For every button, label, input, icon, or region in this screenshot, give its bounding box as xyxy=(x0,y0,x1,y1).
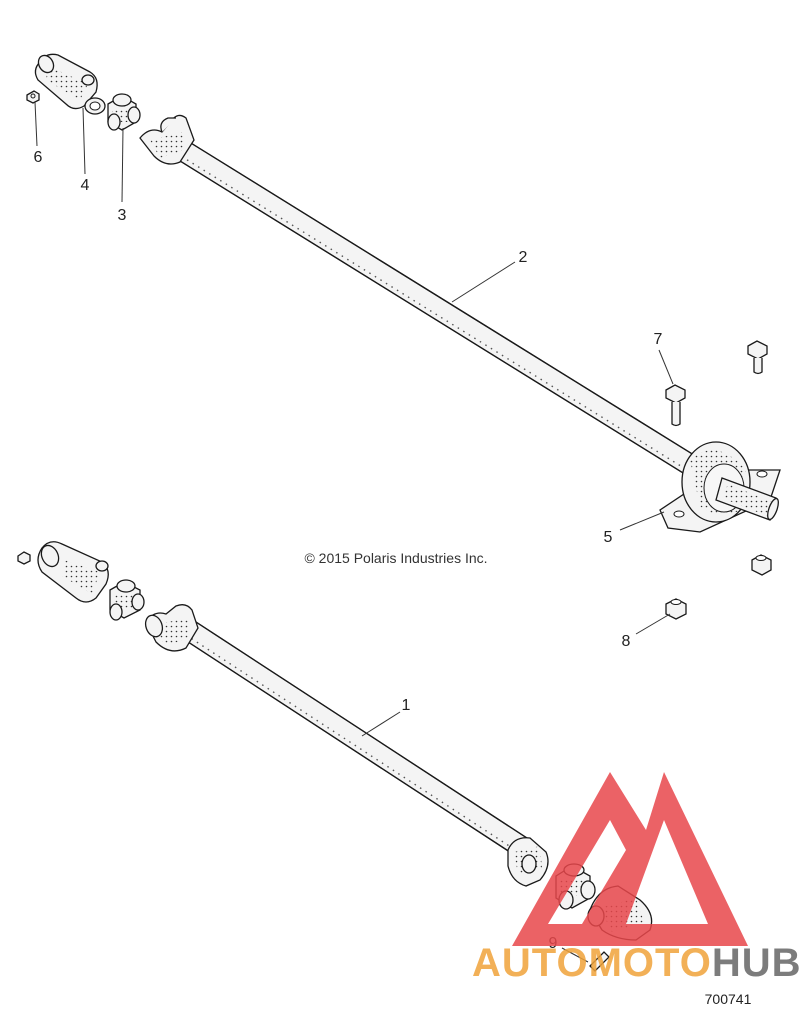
part-1-rear-prop-shaft xyxy=(144,604,549,887)
part-8-nut xyxy=(665,554,772,620)
watermark-triangle-icon xyxy=(512,772,748,946)
callout-3: 3 xyxy=(118,207,127,224)
callout-2: 2 xyxy=(519,249,528,266)
callout-5: 5 xyxy=(604,529,613,546)
part-9-pin xyxy=(589,951,610,972)
watermark-logo: AUTOMOTOHUB xyxy=(472,772,800,985)
leader-lines xyxy=(34,101,674,963)
lower-slip-yoke xyxy=(37,541,109,603)
callout-6: 6 xyxy=(34,149,43,166)
part-6-grease-fitting xyxy=(26,90,40,104)
lower-grease-fitting xyxy=(17,551,31,565)
watermark-text: AUTOMOTOHUB xyxy=(472,941,800,985)
callout-4: 4 xyxy=(81,177,90,194)
copyright-text: © 2015 Polaris Industries Inc. xyxy=(304,550,487,566)
part-4-slip-yoke xyxy=(34,53,106,115)
callout-8: 8 xyxy=(622,633,631,650)
callout-1: 1 xyxy=(402,697,411,714)
callout-7: 7 xyxy=(654,331,663,348)
part-5-carrier-bearing xyxy=(659,441,781,533)
part-7-bolt xyxy=(665,340,768,427)
lower-u-joint xyxy=(109,579,145,621)
drawing-number: 700741 xyxy=(705,991,752,1007)
part-2-front-prop-shaft xyxy=(139,114,703,477)
part-3-u-joint xyxy=(107,93,141,131)
